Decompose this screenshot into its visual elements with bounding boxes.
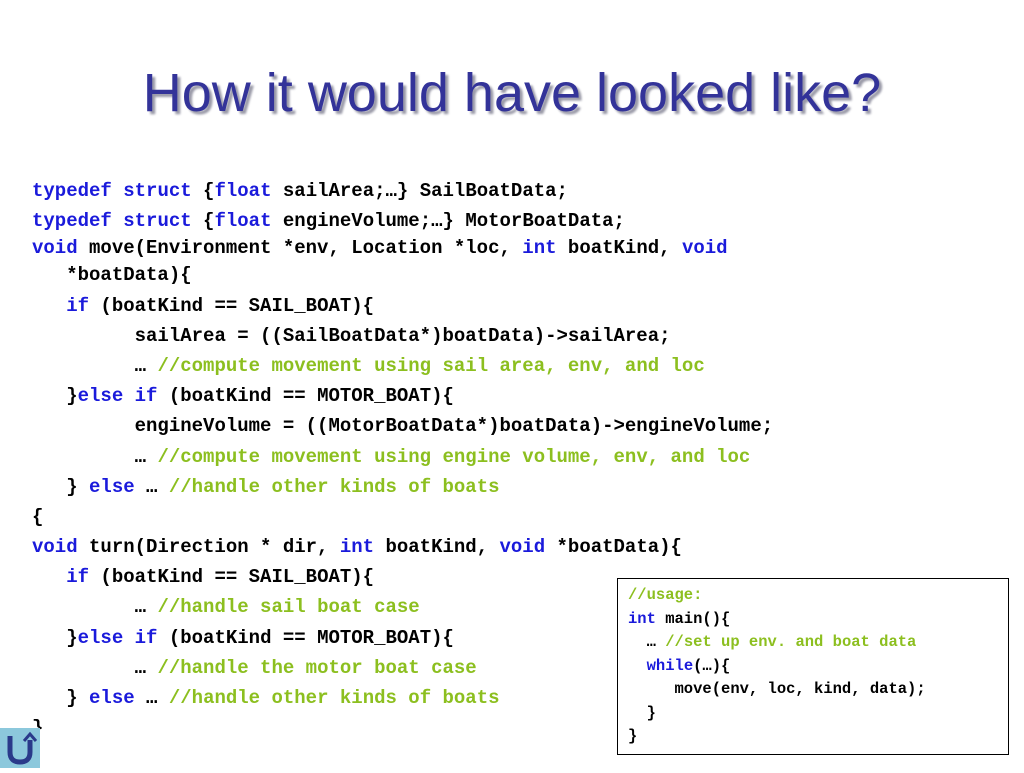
keyword: else xyxy=(77,626,124,649)
code-text: … xyxy=(134,656,158,679)
code-comment: //handle the motor boat case xyxy=(157,656,477,679)
code-text: } xyxy=(628,727,638,745)
code-text: boatKind, xyxy=(556,237,682,260)
code-line: … //compute movement using sail area, en… xyxy=(32,351,773,381)
keyword: typedef xyxy=(32,210,112,233)
code-text: … xyxy=(134,445,158,468)
code-text: … xyxy=(134,354,158,377)
code-text: engineVolume;…} MotorBoatData; xyxy=(271,210,625,233)
code-line: } else … //handle other kinds of boats xyxy=(32,472,773,502)
keyword: struct xyxy=(123,180,192,202)
usage-line: move(env, loc, kind, data); xyxy=(628,678,1008,702)
keyword: typedef xyxy=(32,180,112,202)
code-line: void turn(Direction * dir, int boatKind,… xyxy=(32,532,773,562)
keyword: else xyxy=(89,475,135,498)
keyword: void xyxy=(681,237,728,260)
code-text: (…){ xyxy=(693,656,731,675)
keyword: struct xyxy=(123,210,192,233)
code-text: { xyxy=(191,180,215,202)
code-line: … //handle the motor boat case xyxy=(32,653,773,683)
code-text: { xyxy=(32,505,44,528)
keyword: int xyxy=(628,609,656,628)
code-line: }else if (boatKind == MOTOR_BOAT){ xyxy=(32,623,773,653)
usage-line: while(…){ xyxy=(628,655,1008,679)
code-text: … xyxy=(134,596,158,619)
code-line: … //handle sail boat case xyxy=(32,592,773,622)
keyword: void xyxy=(499,536,546,559)
keyword: void xyxy=(32,536,78,559)
keyword: if xyxy=(66,294,90,317)
usage-line: int main(){ xyxy=(628,608,1008,632)
code-text: } xyxy=(628,703,656,722)
code-line: sailArea = ((SailBoatData*)boatData)->sa… xyxy=(32,321,773,351)
code-text: … xyxy=(134,475,169,498)
code-text: engineVolume = ((MotorBoatData*)boatData… xyxy=(134,415,774,438)
code-line: typedef struct {float sailArea;…} SailBo… xyxy=(32,176,773,206)
code-text: move(Environment *env, Location *loc, xyxy=(77,237,523,260)
code-text: (boatKind == SAIL_BOAT){ xyxy=(89,294,375,317)
code-text: sailArea;…} SailBoatData; xyxy=(271,180,568,202)
code-text: } xyxy=(66,385,78,408)
keyword: if xyxy=(134,626,158,649)
usage-line: } xyxy=(628,725,1008,749)
code-line: { xyxy=(32,502,773,532)
code-line: void move(Environment *env, Location *lo… xyxy=(32,236,773,260)
code-text: main(){ xyxy=(655,609,731,628)
code-line: }else if (boatKind == MOTOR_BOAT){ xyxy=(32,381,773,411)
usage-box: //usage: int main(){ … //set up env. and… xyxy=(617,578,1009,755)
code-text: } xyxy=(66,475,90,498)
code-comment: //handle sail boat case xyxy=(157,596,420,619)
usage-line: } xyxy=(628,702,1008,726)
code-text: { xyxy=(191,210,215,233)
keyword: if xyxy=(66,566,90,589)
code-text: … xyxy=(134,687,169,709)
code-line: *boatData){ xyxy=(32,260,773,290)
code-text: } xyxy=(66,687,90,709)
code-text: sailArea = ((SailBoatData*)boatData)->sa… xyxy=(134,324,671,347)
keyword: while xyxy=(646,656,694,675)
code-text: } xyxy=(66,626,78,649)
keyword: void xyxy=(32,237,78,260)
code-block: typedef struct {float sailArea;…} SailBo… xyxy=(32,176,773,743)
u-logo-icon xyxy=(0,728,40,768)
keyword: else xyxy=(89,687,135,709)
code-line: typedef struct {float engineVolume;…} Mo… xyxy=(32,206,773,236)
code-text: boatKind, xyxy=(374,536,500,559)
code-text: (boatKind == MOTOR_BOAT){ xyxy=(157,385,454,408)
code-line: if (boatKind == SAIL_BOAT){ xyxy=(32,562,773,592)
code-comment: //usage: xyxy=(628,586,703,604)
code-text: turn(Direction * dir, xyxy=(77,536,340,559)
keyword: int xyxy=(522,237,557,260)
code-line: engineVolume = ((MotorBoatData*)boatData… xyxy=(32,411,774,441)
keyword: else xyxy=(77,385,124,408)
code-text: move(env, loc, kind, data); xyxy=(628,680,926,698)
code-text: (boatKind == SAIL_BOAT){ xyxy=(89,566,375,589)
code-text: … xyxy=(628,633,666,651)
code-comment: //compute movement using engine volume, … xyxy=(157,445,751,468)
code-text: *boatData){ xyxy=(545,536,682,559)
slide-title: How it would have looked like? xyxy=(142,63,882,123)
keyword: int xyxy=(339,536,375,559)
code-line: if (boatKind == SAIL_BOAT){ xyxy=(32,291,773,321)
code-text: *boatData){ xyxy=(32,264,192,287)
keyword: float xyxy=(214,180,272,202)
code-comment: //handle other kinds of boats xyxy=(168,687,500,709)
usage-line: … //set up env. and boat data xyxy=(628,631,1008,655)
code-line: } else … //handle other kinds of boats xyxy=(32,683,773,713)
keyword: if xyxy=(134,385,158,408)
code-comment: //handle other kinds of boats xyxy=(168,475,500,498)
code-comment: //set up env. and boat data xyxy=(665,633,917,651)
code-line: … //compute movement using engine volume… xyxy=(32,442,773,472)
code-text: (boatKind == MOTOR_BOAT){ xyxy=(157,626,454,649)
code-comment: //compute movement using sail area, env,… xyxy=(157,354,705,377)
usage-line: //usage: xyxy=(628,584,1008,608)
keyword: float xyxy=(214,210,272,233)
